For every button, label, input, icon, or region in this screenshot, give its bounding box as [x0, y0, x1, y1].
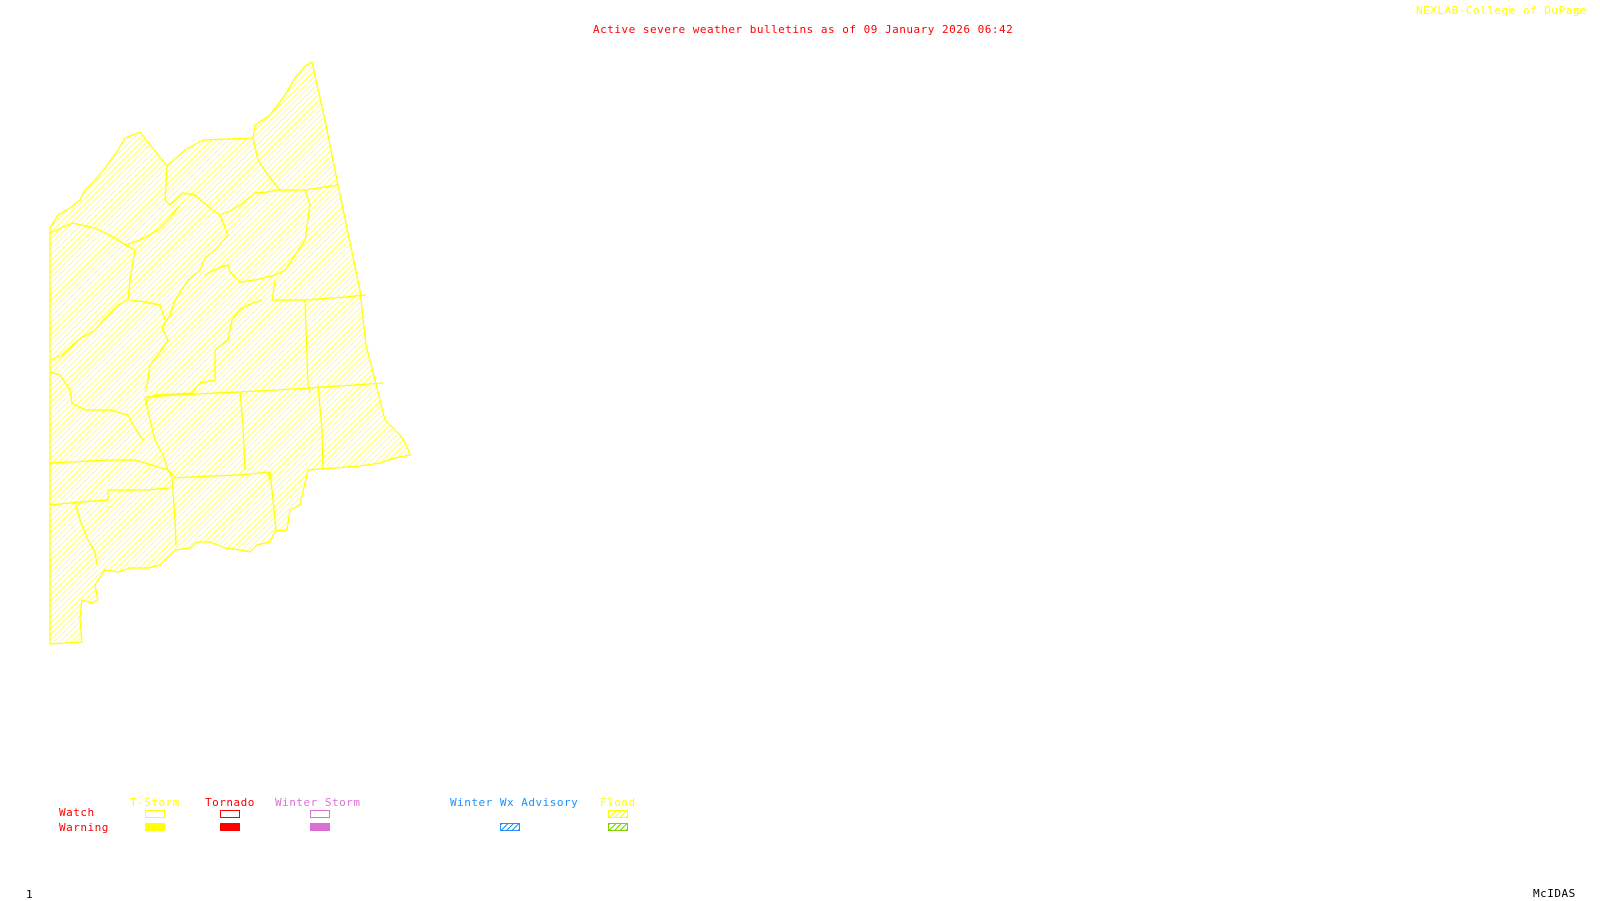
county-polygon — [144, 299, 263, 406]
software-label: McIDAS — [1533, 887, 1576, 900]
cursor-icon: ⧅ — [1574, 4, 1582, 17]
county-polygon — [164, 165, 339, 216]
winter-wx-advisory-warning-swatch — [500, 823, 520, 831]
winter-storm-watch-swatch — [310, 810, 330, 818]
legend-col-winter-wx-advisory: Winter Wx Advisory — [450, 796, 579, 809]
tstorm-warning-swatch — [145, 823, 165, 831]
county-polygon — [269, 471, 277, 531]
page-title: Active severe weather bulletins as of 09… — [593, 23, 1014, 36]
county-polygon — [49, 371, 144, 441]
county-polygon — [304, 299, 311, 394]
county-polygon — [49, 222, 136, 361]
legend-col-winter-storm: Winter Storm — [275, 796, 361, 809]
county-polygon — [239, 391, 246, 471]
flood-watch-region — [49, 61, 411, 645]
county-polygon — [129, 299, 166, 321]
legend-col-tstorm: T-Storm — [130, 796, 180, 809]
county-polygon — [124, 204, 181, 246]
flood-watch-swatch — [608, 810, 628, 818]
flood-warning-swatch — [608, 823, 628, 831]
county-polygon — [74, 501, 98, 566]
legend-row-warning: Warning — [59, 821, 109, 834]
frame-number: 1 — [26, 888, 34, 901]
legend-row-watch: Watch — [59, 806, 95, 819]
tstorm-watch-swatch — [145, 810, 165, 818]
county-polygon — [144, 327, 169, 393]
county-polygon — [49, 61, 411, 645]
county-polygon — [317, 384, 324, 471]
county-polygon — [161, 214, 229, 329]
county-polygon — [204, 189, 311, 283]
tornado-warning-swatch — [220, 823, 240, 831]
legend-col-tornado: Tornado — [205, 796, 255, 809]
county-polygon — [171, 477, 177, 546]
tornado-watch-swatch — [220, 810, 240, 818]
credit-label: NEXLAB-College of DuPage — [1416, 4, 1587, 17]
winter-storm-warning-swatch — [310, 823, 330, 831]
legend-col-flood: Flood — [600, 796, 636, 809]
county-polygon — [49, 459, 271, 481]
county-polygon — [252, 137, 281, 191]
